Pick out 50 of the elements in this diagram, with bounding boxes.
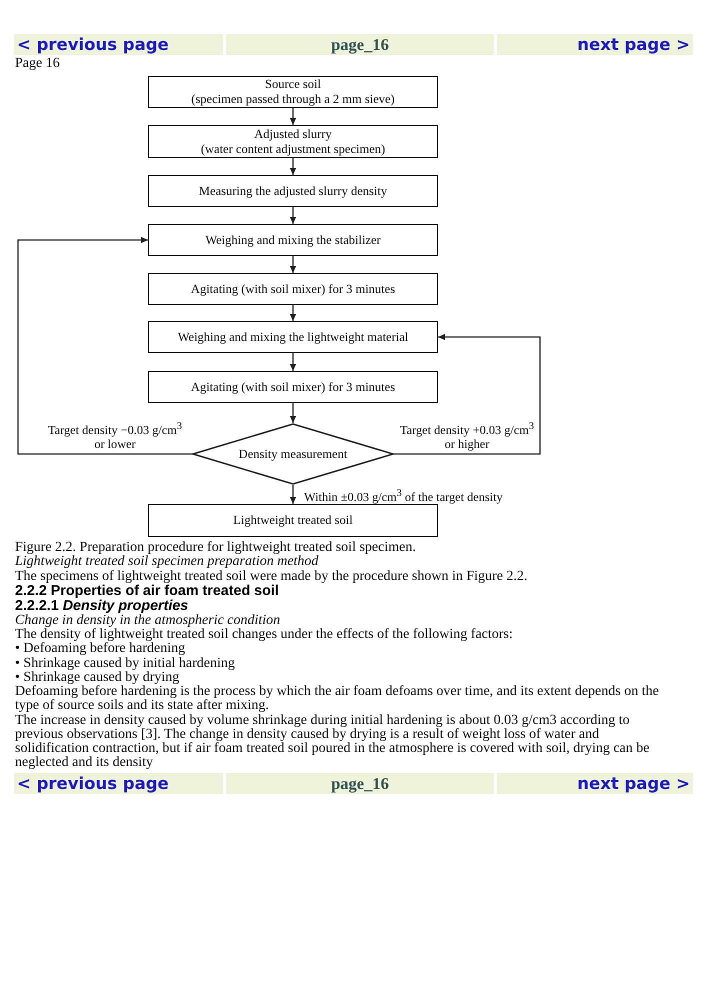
arrow: [290, 256, 296, 273]
previous-page-link: < previous page: [14, 773, 223, 794]
arrow: [290, 207, 296, 224]
edge-label: Target density +0.03 g/cm$^{3}$ or higher: [399, 420, 535, 452]
list-item: • Shrinkage caused by initial hardening: [15, 656, 236, 671]
process-box: [148, 504, 438, 537]
step-label: Lightweight treated soil: [233, 513, 353, 528]
decision-diamond: [192, 423, 394, 485]
previous-page-link: < previous page: [14, 34, 223, 54]
figure-caption: Figure 2.2. Preparation procedure for lightweight treated soil specimen.: [15, 541, 417, 556]
section-heading: 2.2.2.1 Density properties: [15, 598, 190, 614]
body-text: The density of lightweight treated soil changes under the effects of the following factors:: [15, 628, 514, 642]
arrow: [290, 403, 296, 423]
process-box: [148, 125, 438, 158]
list-item: • Shrinkage caused by drying: [15, 670, 180, 685]
process-box: [148, 175, 438, 207]
page-title: page_16: [226, 773, 494, 794]
process-box: [148, 224, 438, 256]
page-number: Page 16: [15, 57, 60, 72]
process-box: [148, 321, 438, 353]
body-text: Defoaming before hardening is the process by which the air foam defoams over time, and its extent depends on the type of source soils and its state after mixing.: [15, 685, 660, 714]
arrow: [290, 158, 296, 175]
arrow: [290, 108, 296, 125]
section-heading: 2.2.2 Properties of air foam treated soil: [15, 584, 280, 599]
section-subtitle: Lightweight treated soil specimen preparation method: [15, 555, 320, 570]
step-title: Source soil: [265, 77, 321, 92]
step-note: (specimen passed through a 2 mm sieve): [191, 92, 395, 107]
arrow: [290, 305, 296, 321]
next-page-link: next page >: [497, 34, 693, 54]
step-label: Weighing and mixing the lightweight material: [178, 330, 408, 344]
step-title: Adjusted slurry: [254, 126, 332, 142]
step-label: Weighing and mixing the stabilizer: [205, 232, 381, 248]
page-title: page_16: [226, 34, 494, 54]
process-box: [148, 273, 438, 305]
next-page-link: next page >: [497, 773, 693, 794]
process-box: [148, 371, 438, 403]
arrow: [17, 236, 193, 455]
arrow: [290, 485, 296, 504]
arrow: [290, 353, 296, 371]
section-subtitle: Change in density in the atmospheric condition: [15, 614, 282, 628]
process-box: [148, 76, 438, 108]
step-label: Agitating (with soil mixer) for 3 minutes: [190, 282, 396, 296]
body-text: The specimens of lightweight treated soil were made by the procedure shown in Figure 2.2.: [15, 570, 528, 584]
arrow: [393, 334, 541, 455]
decision-label: Density measurement: [238, 446, 348, 462]
list-item: • Defoaming before hardening: [15, 642, 186, 656]
step-label: Agitating (with soil mixer) for 3 minutes: [190, 380, 396, 394]
body-text: The increase in density caused by volume shrinkage during initial hardening is about 0.03 g/cm3 according to previous observations [3]. The change in density caused by drying is a result of weight loss of water and solidification contraction, but if air foam treated soil poured in the atmosphere is covered with soil, drying can be neglected and its density: [15, 714, 650, 770]
step-label: Measuring the adjusted slurry density: [198, 184, 388, 198]
step-note: (water content adjustment specimen): [200, 142, 386, 156]
